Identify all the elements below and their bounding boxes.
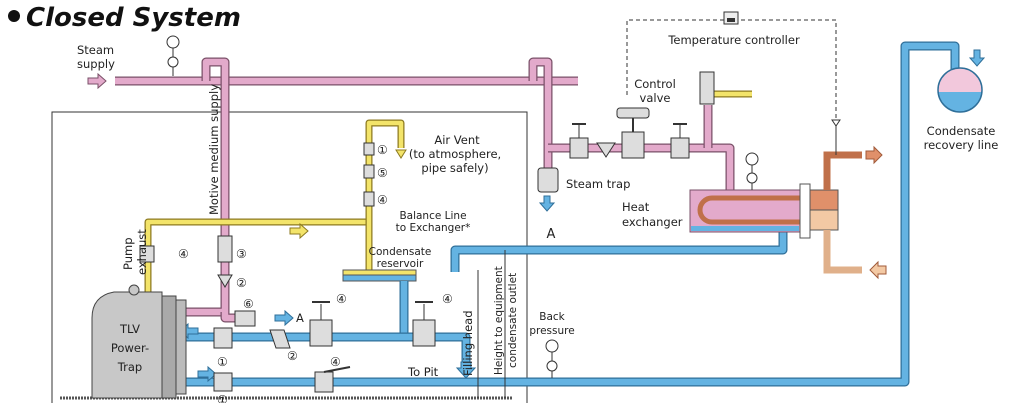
steam-trap-icon xyxy=(537,167,559,193)
callout-number: ③ xyxy=(236,247,247,261)
pump-label: TLV xyxy=(119,322,140,336)
pump-label: Power- xyxy=(111,341,149,355)
outlet-height-label: Height to equipment xyxy=(493,266,505,375)
steam-trap-label: Steam trap xyxy=(566,177,630,191)
safety-valve-icon xyxy=(699,71,715,105)
pump-exhaust-label: exhaust xyxy=(135,229,149,275)
callout-number: ② xyxy=(287,349,298,363)
heat-exchanger-label: Heat xyxy=(622,200,650,214)
to-pit-arrow-icon xyxy=(455,361,477,379)
filling-head-label: Filling head xyxy=(461,310,475,376)
condensate-reservoir-label: Condensate xyxy=(369,246,432,258)
exchanger-pressure-gauge-icon xyxy=(745,152,759,190)
callout-number: ⑤ xyxy=(377,166,388,180)
pit-gate-valve-icon[interactable] xyxy=(412,319,436,347)
callout-number: ① xyxy=(217,355,228,369)
condensate-recovery-line-label: Condensate xyxy=(927,124,996,138)
callout-number: ① xyxy=(377,143,388,157)
condensate-reservoir-label: reservoir xyxy=(377,258,424,270)
callout-number: ① xyxy=(217,393,228,403)
outlet-flow-arrow-icon xyxy=(197,365,217,383)
condensate-recovery-tank xyxy=(937,67,983,113)
outlet-height-label: condensate outlet xyxy=(507,273,519,368)
callout-number: ④ xyxy=(178,247,189,261)
callout-number: ④ xyxy=(330,355,341,369)
point-a-label: A xyxy=(547,227,556,242)
inlet-gate-valve-icon[interactable] xyxy=(309,319,333,347)
back-pressure-label: Back xyxy=(539,311,565,323)
check-valve-flow-arrow-icon xyxy=(274,309,294,327)
callout-number: ② xyxy=(236,276,247,290)
pump-outlet-pipe xyxy=(178,41,960,387)
vent-check-valve-icon xyxy=(363,164,375,179)
condensate-from-exchanger-pipe xyxy=(450,232,788,272)
exhaust-ball-valve-icon[interactable] xyxy=(139,245,155,263)
vent-ball-valve-icon[interactable] xyxy=(363,191,375,207)
inlet-strainer-icon xyxy=(269,329,291,349)
condensate-reservoir xyxy=(342,269,417,282)
callout-number: ④ xyxy=(336,292,347,306)
air-vent-label: pipe safely) xyxy=(421,161,488,175)
control-valve-icon[interactable] xyxy=(621,131,645,159)
steam-supply-arrow-icon xyxy=(87,72,107,90)
callout-number: ⑥ xyxy=(243,297,254,311)
balance-flow-arrow-icon xyxy=(289,222,309,240)
process-inlet-pipe xyxy=(823,230,862,274)
steam-supply-label: supply xyxy=(77,57,115,71)
temperature-sensor-icon xyxy=(831,119,841,127)
back-pressure-label: pressure xyxy=(529,325,574,337)
title-bullet xyxy=(8,10,20,22)
pump-exhaust-label: Pump xyxy=(121,237,135,270)
balance-line-label: to Exchanger* xyxy=(396,222,471,234)
vent-union-icon xyxy=(363,142,375,156)
heat-exchanger-label: exchanger xyxy=(622,215,683,229)
check-valve-icon xyxy=(234,310,256,327)
air-vent-label: (to atmosphere, xyxy=(409,147,501,161)
heat-exchanger xyxy=(689,183,839,239)
steam-trap-discharge-arrow-icon xyxy=(538,195,556,212)
air-vent-arrow-icon xyxy=(395,149,407,159)
motive-stop-valve-icon[interactable] xyxy=(217,235,233,263)
equipment-area-outline xyxy=(51,111,528,403)
steam-strainer-icon xyxy=(596,142,616,158)
steam-supply-label: Steam xyxy=(77,43,114,57)
recovery-flow-arrow-icon xyxy=(968,49,986,67)
temperature-controller-label: Temperature controller xyxy=(667,33,800,47)
page-title: Closed System xyxy=(26,3,241,33)
condensate-recovery-line-label: recovery line xyxy=(924,138,999,152)
hot-outlet-arrow-icon xyxy=(865,145,883,165)
steam-stop-valve-2-icon[interactable] xyxy=(670,137,690,159)
cold-inlet-arrow-icon xyxy=(869,260,887,280)
steam-supply-pressure-gauge-icon xyxy=(166,35,180,76)
outlet-union-icon xyxy=(213,372,233,392)
pump-label: Trap xyxy=(117,360,142,374)
control-signal-line xyxy=(626,19,837,120)
outlet-ball-valve-icon[interactable] xyxy=(314,371,334,393)
process-outlet-pipe xyxy=(823,151,862,190)
air-vent-label: Air Vent xyxy=(434,133,480,147)
callout-number: ④ xyxy=(442,292,453,306)
inlet-union-icon xyxy=(213,327,233,349)
motive-strainer-icon xyxy=(217,274,233,288)
point-a-label: A xyxy=(296,311,304,325)
safety-valve-vent xyxy=(699,71,752,105)
back-pressure-gauge-icon xyxy=(545,339,559,378)
callout-number: ④ xyxy=(377,193,388,207)
steam-stop-valve-1-icon[interactable] xyxy=(569,137,589,159)
balance-line-label: Balance Line xyxy=(399,210,466,222)
motive-medium-supply-label: Motive medium supply xyxy=(207,84,221,215)
to-pit-label: To Pit xyxy=(407,365,439,379)
tlv-power-trap-pump xyxy=(91,284,187,399)
control-valve-label: Control xyxy=(634,77,676,91)
control-valve-label: valve xyxy=(640,91,671,105)
